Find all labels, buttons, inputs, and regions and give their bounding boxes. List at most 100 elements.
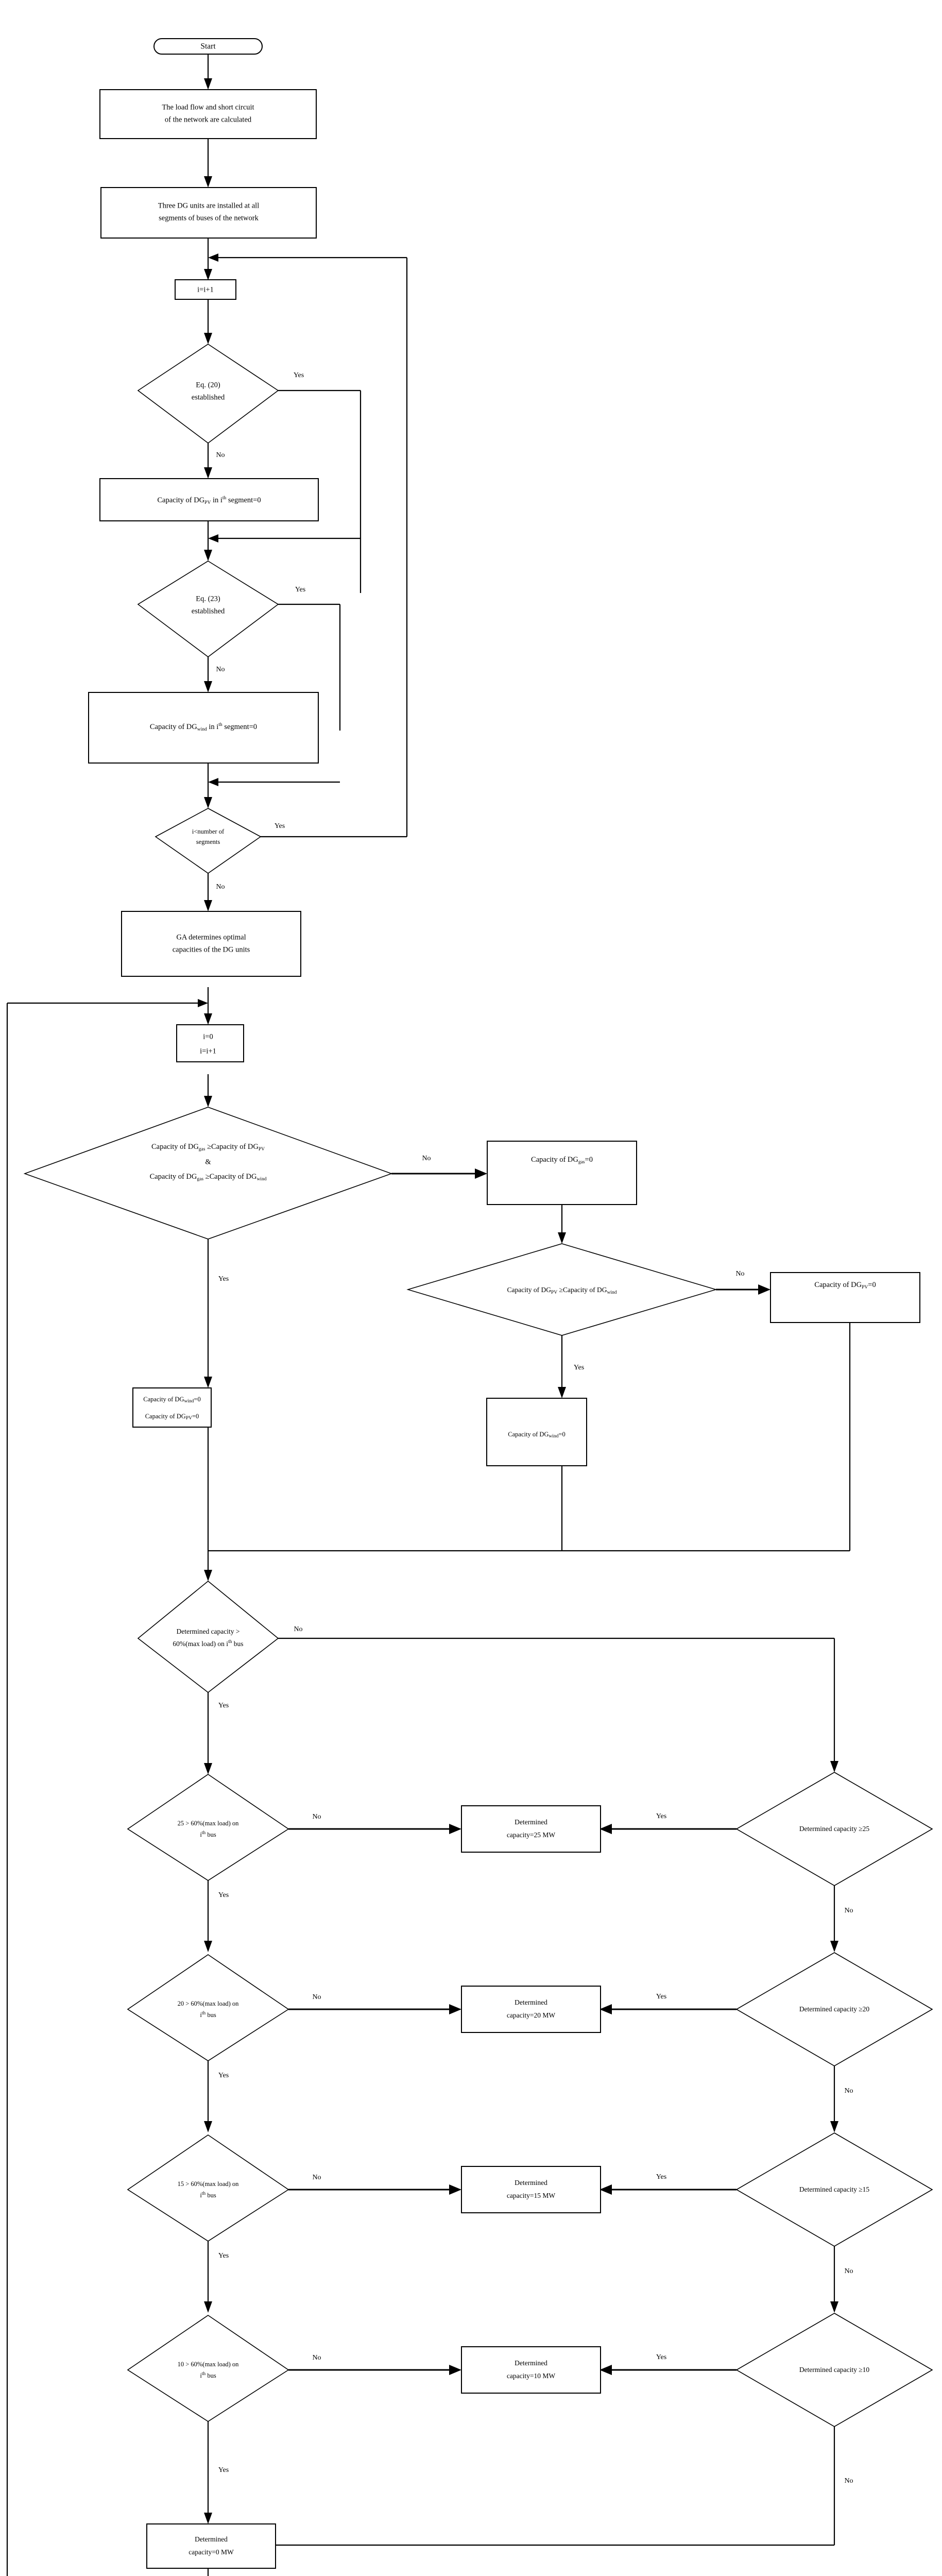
- arrow-row2-right-yes: [600, 2004, 612, 2014]
- arrow-cappv-to-eq23: [204, 550, 212, 561]
- node-row4-box[interactable]: [461, 2346, 601, 2394]
- node-ga[interactable]: [121, 911, 301, 977]
- node-cmp-gas-line3: Capacity of DGgas ≥Capacity of DGwind: [150, 1173, 267, 1182]
- node-row3-box-line1: Determined: [515, 2179, 547, 2187]
- cmp-pv-sub2: wind: [607, 1290, 616, 1295]
- node-row2-box[interactable]: [461, 1986, 601, 2033]
- node-cap-gas-zero[interactable]: [487, 1141, 637, 1205]
- arrow-row2-right-no-down: [830, 2121, 838, 2132]
- node-cap-wind-pv-zero-line1: Capacity of DGwind=0: [143, 1396, 200, 1404]
- node-i-init[interactable]: [176, 1024, 244, 1062]
- label-eq23-yes: Yes: [295, 586, 305, 594]
- label-row3-yes-down: Yes: [218, 2252, 229, 2260]
- label-cmpgas-no: No: [422, 1155, 431, 1162]
- cmp-gas-l3sub2: wind: [256, 1177, 266, 1182]
- arrow-bigloop-in: [198, 999, 208, 1007]
- node-seg-check-1-line1: i<number of: [192, 828, 225, 835]
- node-cmp-pv-wind-decision[interactable]: [406, 1243, 717, 1336]
- edge-label-layer: Yes No Yes No Yes No No Yes No Yes No Ye…: [216, 371, 853, 2485]
- node-eq23-decision[interactable]: [137, 561, 279, 657]
- label-eq20-yes: Yes: [294, 371, 304, 379]
- label-seg1-yes: Yes: [275, 822, 285, 830]
- cwpz-l2pre: Capacity of DG: [145, 1413, 186, 1420]
- label-eq23-no: No: [216, 666, 225, 673]
- arrow-det60-yes: [204, 1763, 212, 1774]
- node-cmp-gas-decision[interactable]: [23, 1107, 393, 1240]
- arrow-merge-to-det60: [204, 1570, 212, 1581]
- node-loadflow-top-line1: The load flow and short circuit: [162, 103, 254, 111]
- arrow-iinit-to-cmpgas: [204, 1096, 212, 1107]
- node-row2-box-line2: capacity=20 MW: [507, 2011, 555, 2019]
- node-row2-right-decision[interactable]: [735, 1952, 933, 2066]
- row1-left-sup: th: [202, 1831, 206, 1836]
- det60-l2a: 60%(max load) on i: [173, 1640, 228, 1648]
- node-loadflow-top[interactable]: [99, 89, 317, 139]
- node-det-cap-zero[interactable]: [146, 2523, 276, 2569]
- node-row2-left-decision[interactable]: [127, 1954, 289, 2061]
- arrow-det60-no-down: [830, 1761, 838, 1772]
- node-seg-check-1-line2: segments: [196, 838, 220, 845]
- node-row3-left-decision[interactable]: [127, 2134, 289, 2242]
- node-row3-right-decision[interactable]: [735, 2132, 933, 2247]
- arrow-iincr-to-eq20: [204, 333, 212, 344]
- label-row4-yes-down: Yes: [218, 2466, 229, 2474]
- cmp-gas-l3a: Capacity of DG: [150, 1173, 197, 1181]
- label-row1-right-yes: Yes: [656, 1812, 666, 1820]
- node-row4-right-label: Determined capacity ≥10: [799, 2366, 870, 2374]
- node-row4-left-decision[interactable]: [127, 2315, 289, 2422]
- node-row4-right-decision[interactable]: [735, 2313, 933, 2427]
- arrow-row1-right-no-down: [830, 1941, 838, 1952]
- node-row1-right-decision[interactable]: [735, 1772, 933, 1886]
- cwpz-l1pre: Capacity of DG: [143, 1396, 184, 1403]
- cwpz-l1post: =0: [194, 1396, 200, 1403]
- node-eq23-line2: established: [192, 607, 225, 615]
- arrow-capwind-to-seg1: [204, 797, 212, 808]
- node-row3-left-line2: ith bus: [200, 2191, 216, 2199]
- node-eq20-line1: Eq. (20): [196, 381, 220, 389]
- node-cap-wind-zero[interactable]: [486, 1398, 587, 1466]
- det60-l2b: bus: [232, 1640, 243, 1648]
- row3-left-c: bus: [205, 2192, 216, 2199]
- arrow-row3-no: [449, 2184, 461, 2195]
- arrow-eq20-no: [204, 467, 212, 479]
- node-start[interactable]: [153, 38, 263, 55]
- label-eq20-no: No: [216, 451, 225, 459]
- row4-left-c: bus: [205, 2372, 216, 2379]
- label-row1-yes-down: Yes: [218, 1891, 229, 1899]
- cmp-gas-l1a: Capacity of DG: [151, 1143, 199, 1151]
- node-cap-pv-segment[interactable]: [99, 478, 319, 521]
- arrow-cmppv-no: [758, 1284, 770, 1295]
- node-start-label: Start: [200, 42, 216, 51]
- node-cmp-pv-wind-text: Capacity of DGPV ≥Capacity of DGwind: [507, 1286, 617, 1295]
- node-det-gt-60-decision[interactable]: [137, 1580, 279, 1693]
- node-cap-wind-pv-zero[interactable]: [132, 1387, 212, 1428]
- node-cap-wind-pv-zero-line2: Capacity of DGPV=0: [145, 1413, 199, 1421]
- node-row2-left-line1: 20 > 60%(max load) on: [178, 2000, 239, 2007]
- label-row3-right-no: No: [844, 2267, 853, 2275]
- arrow-eq20yes-merge: [208, 534, 218, 543]
- arrow-row2-yes-down: [204, 2121, 212, 2132]
- node-row3-right-label: Determined capacity ≥15: [799, 2185, 870, 2193]
- node-i-increment[interactable]: [175, 279, 236, 300]
- node-row3-box[interactable]: [461, 2166, 601, 2213]
- arrow-cmppv-yes: [558, 1387, 566, 1398]
- label-row4-right-yes: Yes: [656, 2353, 666, 2361]
- node-eq23-line1: Eq. (23): [196, 595, 220, 603]
- node-three-dg[interactable]: [100, 187, 317, 239]
- node-eq20-decision[interactable]: [137, 344, 279, 444]
- label-det60-no: No: [294, 1625, 302, 1633]
- arrow-capgas-to-cmppv: [558, 1232, 566, 1244]
- node-cap-wind-segment[interactable]: [88, 692, 319, 764]
- node-cap-pv-zero[interactable]: [770, 1272, 920, 1323]
- node-row1-left-decision[interactable]: [127, 1774, 289, 1881]
- label-row4-no: No: [312, 2354, 321, 2362]
- node-seg-check-1[interactable]: [155, 808, 262, 874]
- node-row2-right-label: Determined capacity ≥20: [799, 2005, 870, 2013]
- arrow-threedg-to-iincr: [204, 269, 212, 280]
- node-row1-box[interactable]: [461, 1805, 601, 1853]
- node-eq20-line2: established: [192, 393, 225, 401]
- node-three-dg-line1: Three DG units are installed at all: [158, 201, 260, 210]
- row2-left-c: bus: [205, 2011, 216, 2019]
